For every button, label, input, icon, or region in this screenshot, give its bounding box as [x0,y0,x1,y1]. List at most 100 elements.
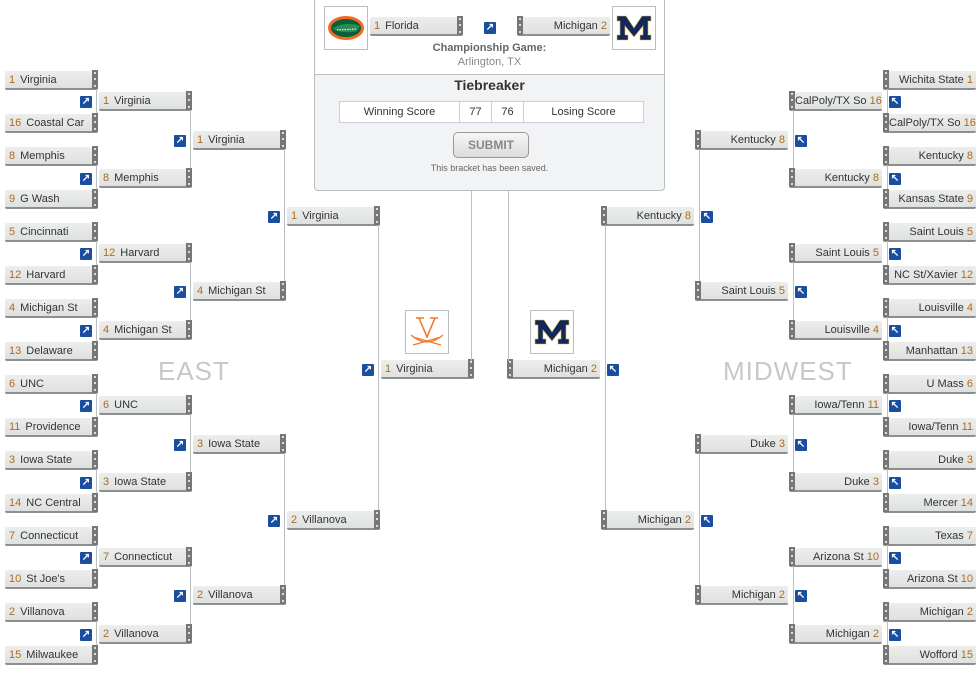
drag-handle-icon[interactable] [883,450,889,469]
drag-handle-icon[interactable] [517,16,523,35]
advance-arrow-icon[interactable]: ↖ [795,286,807,298]
drag-handle-icon[interactable] [374,206,380,225]
drag-handle-icon[interactable] [92,341,98,360]
drag-handle-icon[interactable] [789,243,795,262]
drag-handle-icon[interactable] [186,547,192,566]
drag-handle-icon[interactable] [186,624,192,643]
drag-handle-icon[interactable] [789,168,795,187]
advance-arrow-icon[interactable]: ↖ [701,515,713,527]
drag-handle-icon[interactable] [92,70,98,89]
advance-arrow-icon[interactable]: ↖ [795,135,807,147]
advance-arrow-icon[interactable]: ↗ [268,515,280,527]
team-slot[interactable]: Duke 3 [789,472,882,492]
advance-arrow-icon[interactable]: ↗ [174,439,186,451]
team-slot[interactable]: Iowa/Tenn 11 [789,395,882,415]
drag-handle-icon[interactable] [883,417,889,436]
advance-arrow-icon[interactable]: ↖ [889,325,901,337]
advance-arrow-icon[interactable]: ↖ [889,477,901,489]
team-slot[interactable]: Wofford 15 [883,645,976,665]
team-slot[interactable]: Mercer 14 [883,493,976,513]
team-slot[interactable]: CalPoly/TX So 16 [883,113,976,133]
drag-handle-icon[interactable] [883,374,889,393]
advance-arrow-icon[interactable]: ↖ [795,439,807,451]
advance-arrow-icon[interactable]: ↖ [889,400,901,412]
drag-handle-icon[interactable] [92,189,98,208]
drag-handle-icon[interactable] [883,298,889,317]
losing-score-input[interactable]: 76 [492,102,524,122]
drag-handle-icon[interactable] [92,493,98,512]
drag-handle-icon[interactable] [280,434,286,453]
advance-arrow-icon[interactable]: ↗ [80,248,92,260]
drag-handle-icon[interactable] [186,472,192,491]
team-slot[interactable]: Saint Louis 5 [789,243,882,263]
championship-slot-right[interactable]: Michigan 2 [517,16,610,36]
drag-handle-icon[interactable] [883,70,889,89]
drag-handle-icon[interactable] [789,547,795,566]
drag-handle-icon[interactable] [789,320,795,339]
drag-handle-icon[interactable] [883,189,889,208]
drag-handle-icon[interactable] [280,585,286,604]
team-slot[interactable]: Wichita State 1 [883,70,976,90]
advance-arrow-icon[interactable]: ↖ [889,248,901,260]
team-slot[interactable]: Iowa/Tenn 11 [883,417,976,437]
drag-handle-icon[interactable] [883,265,889,284]
team-slot[interactable]: Duke 3 [695,434,788,454]
winning-score-input[interactable]: 77 [460,102,492,122]
advance-arrow-icon[interactable]: ↖ [607,364,619,376]
advance-arrow-icon[interactable]: ↗ [80,400,92,412]
drag-handle-icon[interactable] [186,168,192,187]
advance-arrow-icon[interactable]: ↖ [889,173,901,185]
drag-handle-icon[interactable] [186,395,192,414]
drag-handle-icon[interactable] [92,113,98,132]
advance-arrow-icon[interactable]: ↖ [889,96,901,108]
drag-handle-icon[interactable] [92,222,98,241]
drag-handle-icon[interactable] [695,130,701,149]
team-slot[interactable]: Texas 7 [883,526,976,546]
advance-arrow-icon[interactable]: ↗ [174,590,186,602]
team-slot[interactable]: Michigan 2 [695,585,788,605]
drag-handle-icon[interactable] [186,91,192,110]
advance-arrow-icon[interactable]: ↗ [268,211,280,223]
drag-handle-icon[interactable] [186,243,192,262]
drag-handle-icon[interactable] [883,146,889,165]
drag-handle-icon[interactable] [92,146,98,165]
drag-handle-icon[interactable] [280,130,286,149]
submit-button[interactable]: SUBMIT [453,132,529,158]
team-slot[interactable]: Saint Louis 5 [695,281,788,301]
drag-handle-icon[interactable] [883,493,889,512]
drag-handle-icon[interactable] [457,16,463,35]
drag-handle-icon[interactable] [374,510,380,529]
drag-handle-icon[interactable] [883,569,889,588]
advance-arrow-icon[interactable]: ↖ [889,552,901,564]
drag-handle-icon[interactable] [789,395,795,414]
advance-arrow-icon[interactable]: ↖ [795,590,807,602]
drag-handle-icon[interactable] [601,206,607,225]
team-slot[interactable]: Kentucky 8 [883,146,976,166]
advance-arrow-icon[interactable]: ↗ [80,325,92,337]
drag-handle-icon[interactable] [883,222,889,241]
drag-handle-icon[interactable] [883,113,889,132]
team-slot[interactable]: Michigan 2 [507,359,600,379]
team-slot[interactable]: Michigan 2 [883,602,976,622]
advance-arrow-icon[interactable]: ↗ [362,364,374,376]
team-slot[interactable]: Michigan 2 [789,624,882,644]
advance-arrow-icon[interactable]: ↖ [701,211,713,223]
drag-handle-icon[interactable] [883,602,889,621]
team-slot[interactable]: Manhattan 13 [883,341,976,361]
team-slot[interactable]: Kentucky 8 [695,130,788,150]
